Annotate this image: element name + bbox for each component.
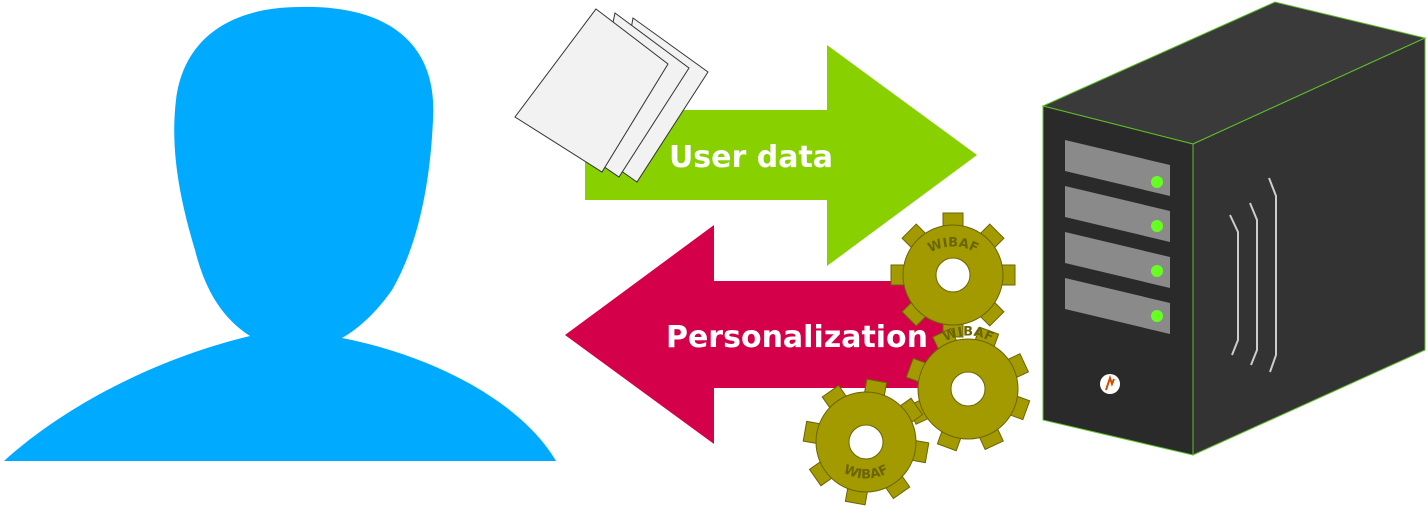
gear-icon xyxy=(802,378,930,506)
drive-bay xyxy=(1065,140,1170,196)
status-led xyxy=(1151,176,1163,188)
side-vent xyxy=(1229,177,1277,373)
download-arrow-label: Personalization xyxy=(666,320,928,355)
drive-bay xyxy=(1065,186,1170,242)
status-led xyxy=(1151,265,1163,277)
drive-bay xyxy=(1065,278,1170,334)
documents-icon xyxy=(514,8,709,183)
upload-arrow xyxy=(585,45,977,266)
download-arrow xyxy=(565,225,955,444)
power-button-icon xyxy=(1100,374,1120,394)
gear-icon xyxy=(905,326,1031,452)
gear-engraving-middle: WIBAF xyxy=(941,325,996,346)
gear-engraving-bottom: WIBAF xyxy=(841,462,890,482)
upload-arrow-label: User data xyxy=(669,140,833,175)
user-silhouette-icon xyxy=(4,6,556,462)
status-led xyxy=(1151,310,1163,322)
status-led xyxy=(1151,220,1163,232)
server-tower-icon xyxy=(1041,1,1427,456)
drive-bay xyxy=(1065,232,1170,288)
gear-icon xyxy=(890,212,1016,338)
gear-engraving-top: WIBAF xyxy=(926,236,981,257)
